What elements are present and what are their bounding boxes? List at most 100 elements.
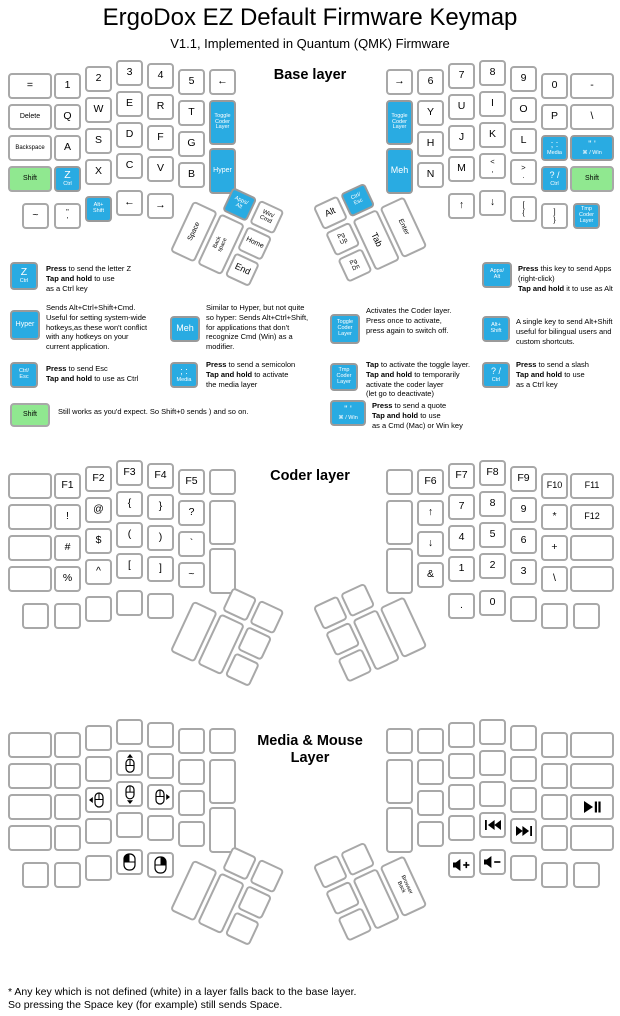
key bbox=[147, 784, 174, 810]
key-label: Win/ Cmd bbox=[258, 208, 275, 226]
key-label: R bbox=[156, 100, 165, 113]
key-label: " ' bbox=[344, 403, 352, 414]
key: F11 bbox=[570, 473, 614, 499]
key-blank bbox=[541, 603, 568, 629]
key: & bbox=[417, 562, 444, 588]
key-label: % bbox=[62, 572, 73, 585]
key-blank bbox=[386, 728, 413, 754]
key-label: B bbox=[187, 168, 195, 181]
key: F bbox=[147, 125, 174, 151]
key: 8 bbox=[479, 491, 506, 517]
key-label: - bbox=[590, 79, 594, 92]
key: 4 bbox=[147, 63, 174, 89]
key-blank bbox=[448, 784, 475, 810]
key-label: F bbox=[157, 131, 164, 144]
key bbox=[116, 849, 143, 875]
key-label: F3 bbox=[123, 466, 136, 479]
key-blank bbox=[178, 728, 205, 754]
key-label: ^ bbox=[96, 565, 101, 578]
key-label: Toggle Coder Layer bbox=[391, 112, 408, 131]
key-label: F4 bbox=[154, 469, 167, 482]
key-label: Apps/ Alt bbox=[489, 268, 505, 280]
key-label: F1 bbox=[61, 479, 74, 492]
key-label: ↓ bbox=[427, 537, 434, 550]
key-label: → bbox=[155, 199, 166, 212]
key: { bbox=[116, 491, 143, 517]
heading-coder-layer: Coder layer bbox=[270, 468, 350, 484]
key bbox=[479, 812, 506, 838]
key-blank bbox=[570, 825, 614, 851]
key-label: ; : bbox=[550, 138, 559, 149]
key: = bbox=[8, 73, 52, 99]
key: ↑ bbox=[417, 500, 444, 526]
key-label: X bbox=[94, 165, 102, 178]
key: ← bbox=[209, 69, 236, 95]
key-label: Browser Back bbox=[396, 874, 414, 896]
key-label: F9 bbox=[517, 472, 530, 485]
footnote-line2: So pressing the Space key (for example) … bbox=[8, 999, 283, 1011]
key-sublabel: ⌘ / Win bbox=[582, 149, 602, 156]
key: \ bbox=[541, 566, 568, 592]
key: V bbox=[147, 156, 174, 182]
key-label: 5 bbox=[188, 75, 195, 88]
key-blank bbox=[570, 566, 614, 592]
key-label: ] } bbox=[553, 206, 556, 224]
key bbox=[147, 852, 174, 878]
key-label: Z bbox=[64, 169, 71, 182]
key-sublabel: Ctrl bbox=[63, 181, 72, 188]
key-label: Hyper bbox=[213, 167, 232, 175]
key-blank bbox=[85, 855, 112, 881]
key-label: Y bbox=[426, 106, 434, 119]
key: O bbox=[510, 97, 537, 123]
key: H bbox=[417, 131, 444, 157]
key: Shift bbox=[8, 166, 52, 192]
key-label: Pg Dn bbox=[348, 257, 361, 273]
legend-text-toggle-coder-layer: Activates the Coder layer.Press once to … bbox=[366, 306, 452, 335]
key: 7 bbox=[448, 63, 475, 89]
key-blank bbox=[147, 722, 174, 748]
key: Hyper bbox=[209, 148, 236, 194]
key-label: ? / bbox=[490, 365, 501, 376]
key: Y bbox=[417, 100, 444, 126]
media-layer-left-keyboard bbox=[8, 719, 285, 982]
key: ? /Ctrl bbox=[541, 166, 568, 192]
key-label: 4 bbox=[458, 531, 465, 544]
key-label: Backspace bbox=[15, 144, 45, 151]
key-blank bbox=[22, 862, 49, 888]
key-label: Shift bbox=[584, 175, 599, 183]
key: Alt+ Shift bbox=[85, 196, 112, 222]
key: S bbox=[85, 128, 112, 154]
key-label: Alt bbox=[323, 205, 337, 219]
key: D bbox=[116, 122, 143, 148]
key-label: 0 bbox=[489, 596, 496, 609]
key: 9 bbox=[510, 66, 537, 92]
key-label: Toggle Coder Layer bbox=[336, 319, 354, 337]
key-label: F6 bbox=[424, 475, 437, 488]
key-label: Home bbox=[244, 236, 265, 251]
vol-up-icon bbox=[453, 859, 470, 871]
key-label: ↑ bbox=[427, 506, 434, 519]
key: ← bbox=[116, 190, 143, 216]
key-label: 3 bbox=[126, 66, 133, 79]
key: Tmp Coder Layer bbox=[573, 203, 600, 229]
key-blank bbox=[417, 790, 444, 816]
key-blank bbox=[479, 750, 506, 776]
key-label: 2 bbox=[95, 72, 102, 85]
key-blank bbox=[8, 763, 52, 789]
key-label: L bbox=[520, 134, 527, 147]
mouse-up-icon bbox=[123, 753, 137, 773]
key-label: + bbox=[551, 541, 558, 554]
key-blank bbox=[54, 794, 81, 820]
key-blank bbox=[147, 593, 174, 619]
key-blank bbox=[541, 794, 568, 820]
key: ~ bbox=[178, 562, 205, 588]
legend-key-slash-ctrl: ? /Ctrl bbox=[482, 362, 510, 388]
key: Toggle Coder Layer bbox=[209, 100, 236, 145]
key-label: [ bbox=[128, 559, 131, 572]
key-label: W bbox=[93, 103, 104, 116]
key-label: ↓ bbox=[489, 196, 496, 209]
